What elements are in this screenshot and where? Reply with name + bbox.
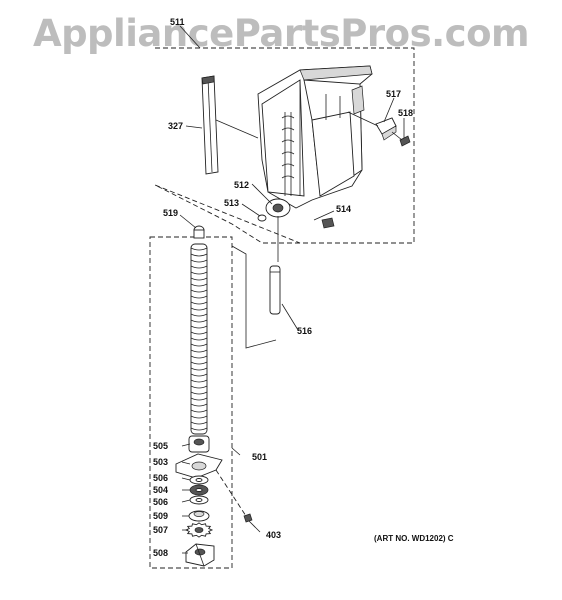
bearing-509 — [188, 510, 210, 522]
callout-504: 504 — [153, 485, 168, 495]
auger-coil-501 — [190, 243, 208, 435]
housing-auger — [281, 112, 295, 196]
assembly-boundary-511 — [154, 47, 415, 244]
screw-514 — [321, 217, 335, 229]
leader-housing-517 — [347, 111, 379, 127]
mounting-plate-503 — [175, 453, 223, 479]
gasket-strip-327 — [201, 75, 219, 175]
callout-509: 509 — [153, 511, 168, 521]
callout-513: 513 — [224, 198, 239, 208]
callout-517: 517 — [386, 89, 401, 99]
callout-403: 403 — [266, 530, 281, 540]
drive-block-508 — [185, 543, 215, 567]
screw-518 — [391, 131, 411, 147]
callout-507: 507 — [153, 525, 168, 535]
callout-506-upper: 506 — [153, 473, 168, 483]
callout-327: 327 — [168, 121, 183, 131]
callout-512: 512 — [234, 180, 249, 190]
leader-line-327-housing — [215, 119, 259, 139]
callout-503: 503 — [153, 457, 168, 467]
callout-514: 514 — [336, 204, 351, 214]
seal-504 — [189, 484, 209, 496]
screw-403 — [243, 513, 257, 529]
sprocket-507 — [184, 522, 214, 538]
watermark-logo-text: AppliancePartsPros.com — [32, 12, 530, 55]
washer-513 — [257, 214, 267, 222]
callout-508: 508 — [153, 548, 168, 558]
callout-501: 501 — [252, 452, 267, 462]
callout-518: 518 — [398, 108, 413, 118]
bracket-517 — [375, 117, 397, 141]
art-number-label: (ART NO. WD1202) C — [374, 534, 454, 543]
leader-511 — [179, 25, 201, 49]
cap-519 — [193, 225, 205, 239]
callout-511: 511 — [170, 17, 185, 27]
callout-506-lower: 506 — [153, 497, 168, 507]
callout-505: 505 — [153, 441, 168, 451]
assembly-boundary-501 — [149, 236, 233, 569]
dispenser-housing — [257, 65, 373, 209]
washer-506-upper — [189, 475, 209, 485]
leader-501 — [231, 447, 241, 456]
tube-516 — [269, 265, 281, 315]
callout-516: 516 — [297, 326, 312, 336]
leader-lines — [179, 97, 405, 554]
tube-outline-bracket — [231, 245, 277, 349]
washer-506-lower — [189, 495, 209, 505]
screw-403-alignment-line — [215, 469, 247, 517]
coupling-505 — [188, 435, 210, 453]
callout-519: 519 — [163, 208, 178, 218]
